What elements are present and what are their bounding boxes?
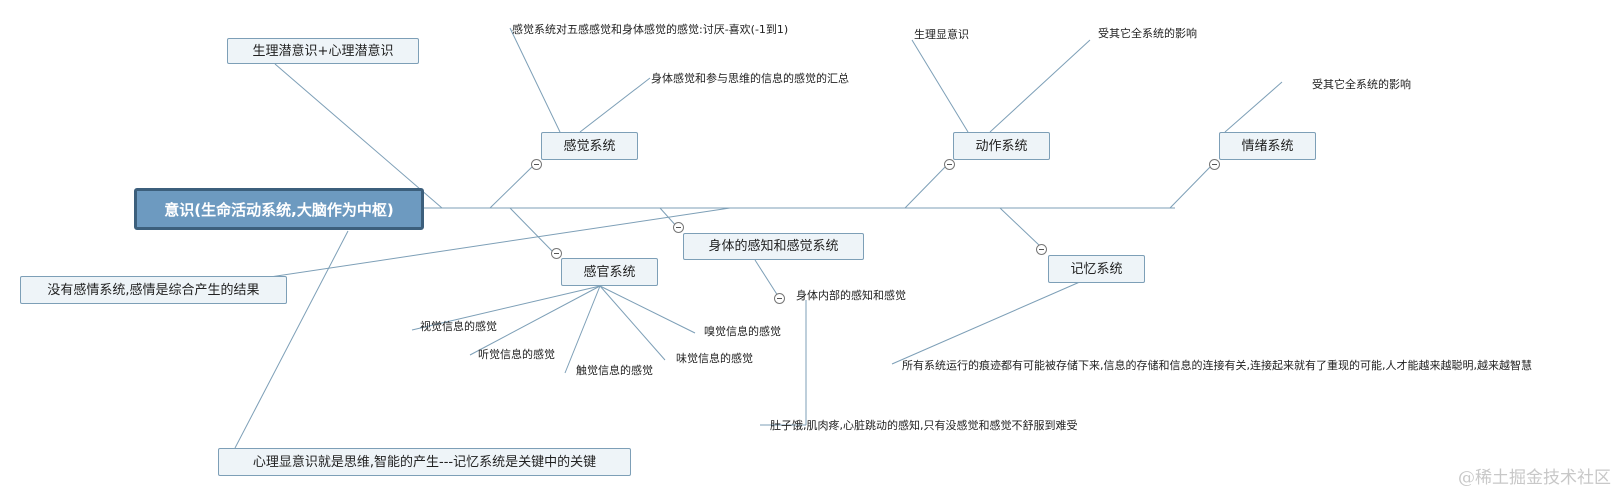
collapse-toggle-icon[interactable]: [673, 222, 684, 233]
node-memory-system[interactable]: 记忆系统: [1048, 255, 1145, 283]
leaf-sensation-2: 身体感觉和参与思维的信息的感觉的汇总: [651, 72, 849, 85]
node-senses-system[interactable]: 感官系统: [561, 258, 658, 286]
leaf-senses-auditory: 听觉信息的感觉: [478, 348, 555, 361]
leaf-memory-1: 所有系统运行的痕迹都有可能被存储下来,信息的存储和信息的连接有关,连接起来就有了…: [902, 359, 1532, 372]
leaf-senses-smell: 嗅觉信息的感觉: [704, 325, 781, 338]
leaf-emotion-1: 受其它全系统的影响: [1312, 78, 1411, 91]
collapse-toggle-icon[interactable]: [1036, 244, 1047, 255]
leaf-senses-touch: 触觉信息的感觉: [576, 364, 653, 377]
leaf-action-1: 生理显意识: [914, 28, 969, 41]
collapse-toggle-icon[interactable]: [1209, 159, 1220, 170]
leaf-senses-visual: 视觉信息的感觉: [420, 320, 497, 333]
leaf-action-2: 受其它全系统的影响: [1098, 27, 1197, 40]
node-sensation-system[interactable]: 感觉系统: [541, 132, 638, 160]
collapse-toggle-icon[interactable]: [774, 293, 785, 304]
node-action-system[interactable]: 动作系统: [953, 132, 1050, 160]
node-no-emotion-system[interactable]: 没有感情系统,感情是综合产生的结果: [20, 276, 287, 304]
collapse-toggle-icon[interactable]: [551, 248, 562, 259]
node-emotion-system[interactable]: 情绪系统: [1219, 132, 1316, 160]
node-subconscious[interactable]: 生理潜意识+心理潜意识: [227, 38, 419, 64]
node-conscious-mind[interactable]: 心理显意识就是思维,智能的产生---记忆系统是关键中的关键: [218, 448, 631, 476]
leaf-body-internal: 身体内部的感知和感觉: [796, 289, 906, 302]
leaf-sensation-1: 感觉系统对五感感觉和身体感觉的感觉:讨厌-喜欢(-1到1): [512, 23, 789, 36]
leaf-body-examples: 肚子饿,肌肉疼,心脏跳动的感知,只有没感觉和感觉不舒服到难受: [770, 419, 1078, 432]
collapse-toggle-icon[interactable]: [531, 159, 542, 170]
node-body-perception-system[interactable]: 身体的感知和感觉系统: [683, 233, 864, 260]
watermark: @稀土掘金技术社区: [1458, 468, 1611, 488]
leaf-senses-taste: 味觉信息的感觉: [676, 352, 753, 365]
root-node[interactable]: 意识(生命活动系统,大脑作为中枢): [134, 188, 424, 230]
collapse-toggle-icon[interactable]: [944, 159, 955, 170]
